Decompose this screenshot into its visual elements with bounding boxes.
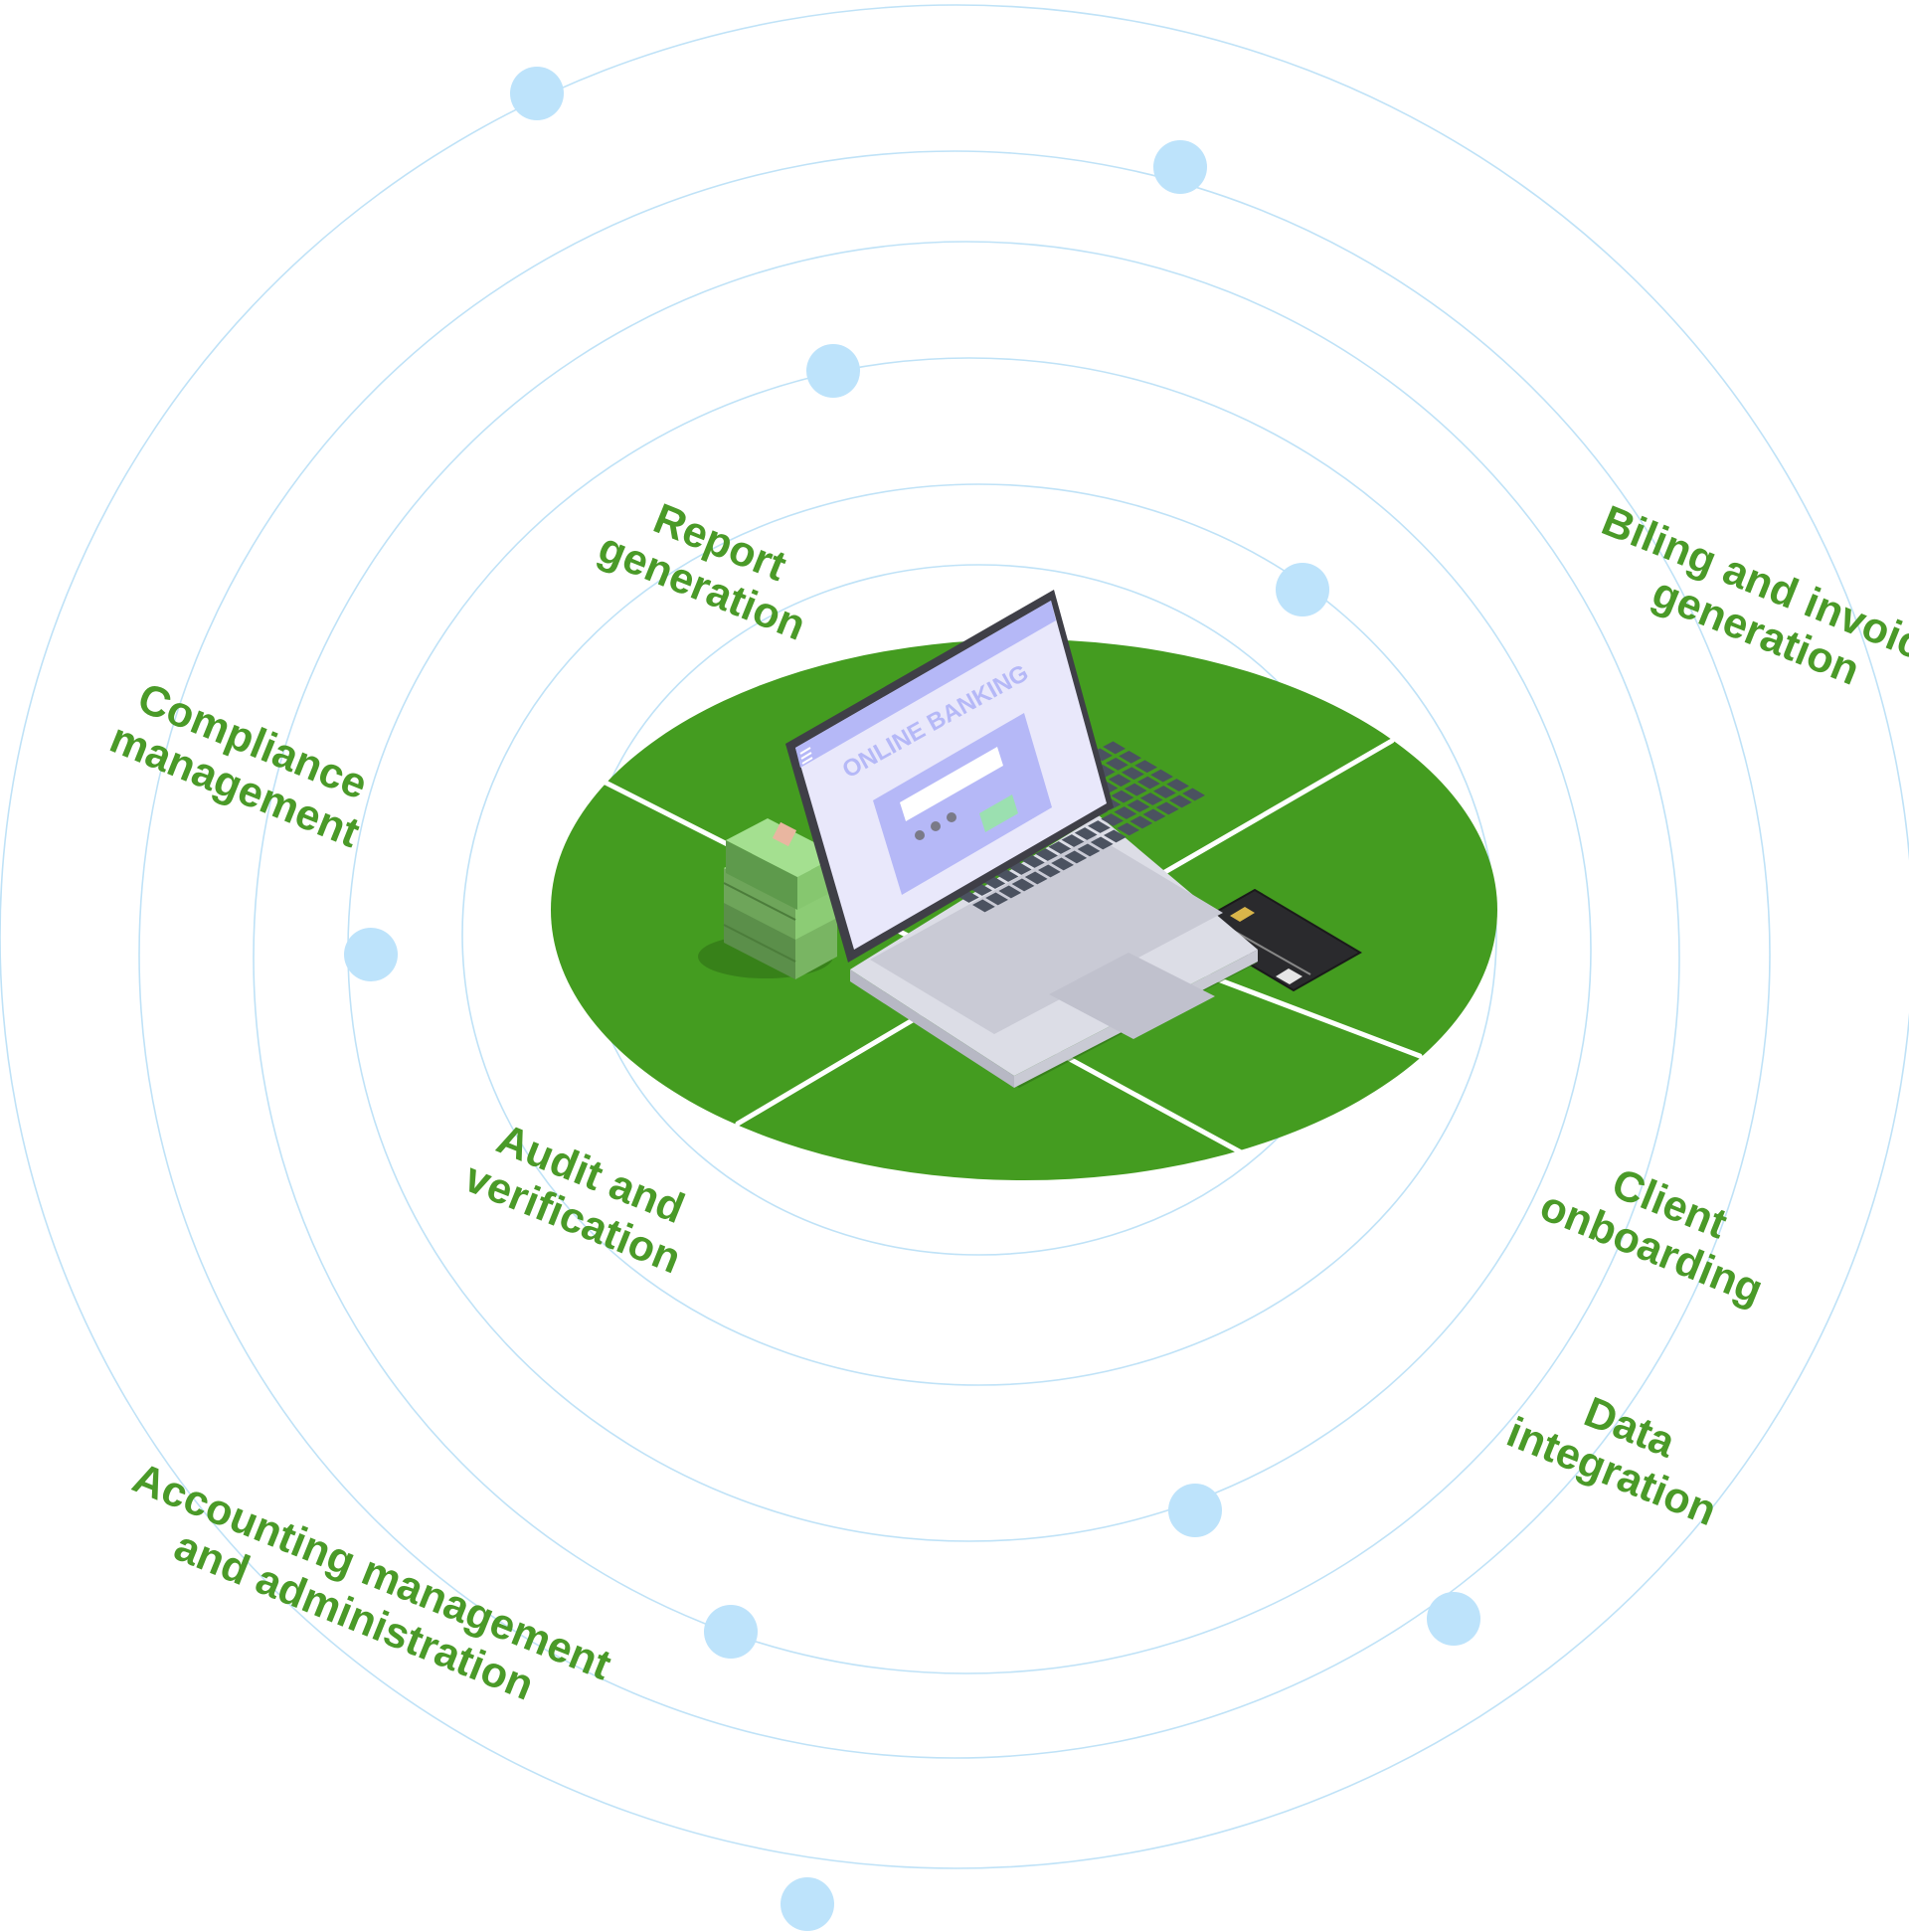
orbit-dot	[1168, 1484, 1222, 1537]
keyboard-key	[1104, 829, 1127, 843]
keyboard-key	[1038, 864, 1061, 878]
keyboard-key	[1169, 794, 1192, 808]
keyboard-key	[1008, 862, 1032, 875]
orbit-dot	[1276, 563, 1329, 616]
keyboard-key	[1119, 750, 1141, 764]
keyboard-key	[1106, 757, 1128, 771]
keyboard-key	[1103, 741, 1126, 755]
orbit-dot	[1427, 1592, 1480, 1646]
keyboard-key	[1139, 792, 1163, 805]
keyboard-key	[1111, 790, 1134, 803]
keyboard-key	[1022, 855, 1045, 868]
orbit-ring-6	[0, 4, 1909, 1869]
keyboard-key	[985, 892, 1008, 906]
orbit-dot	[510, 67, 564, 120]
keyboard-key	[1048, 841, 1072, 854]
keyboard-key	[1114, 806, 1137, 819]
keyboard-key	[1090, 836, 1114, 850]
keyboard-key	[1035, 848, 1058, 861]
keyboard-key	[1011, 878, 1035, 892]
orbit-ring-4	[253, 241, 1680, 1674]
keyboard-key	[1101, 813, 1124, 826]
laptop-icon: ONLINE BANKING	[785, 590, 1258, 1088]
keyboard-key	[1064, 850, 1088, 864]
keyboard-key	[1061, 834, 1085, 847]
keyboard-key	[998, 885, 1022, 899]
keyboard-key	[1137, 776, 1160, 790]
menu-icon	[799, 747, 813, 765]
keyboard-key	[1150, 769, 1173, 783]
orbit-ring-5	[138, 150, 1771, 1759]
keyboard-key	[1117, 822, 1139, 836]
orbit-dot	[1153, 140, 1207, 194]
keyboard-key	[1024, 871, 1048, 885]
orbit-dots	[344, 67, 1480, 1931]
orbit-dot	[344, 928, 398, 981]
orbit-dot	[781, 1877, 834, 1931]
keyboard-key	[1051, 857, 1074, 871]
orbit-rings	[0, 4, 1909, 1869]
keyboard-key	[1077, 843, 1101, 857]
orbit-ring-2	[461, 483, 1497, 1386]
keyboard-key	[1124, 783, 1147, 796]
keyboard-key	[1122, 767, 1144, 781]
keyboard-key	[972, 899, 995, 913]
keyboard-key	[1088, 820, 1111, 833]
keyboard-key	[1142, 808, 1166, 822]
credit-card-icon	[1186, 888, 1362, 992]
keyboard-key	[1129, 815, 1153, 829]
cash-stack-icon	[698, 818, 839, 979]
keyboard-key	[1108, 774, 1131, 788]
keyboard-key	[1153, 786, 1176, 798]
orbit-dot	[806, 344, 860, 398]
orbit-dot	[704, 1605, 758, 1659]
keyboard-key	[1127, 799, 1150, 812]
keyboard-key	[1166, 779, 1189, 791]
keyboard-key	[1155, 801, 1179, 815]
keyboard-key	[1182, 788, 1205, 801]
keyboard-key	[1074, 827, 1098, 840]
keyboard-key	[1134, 760, 1157, 774]
